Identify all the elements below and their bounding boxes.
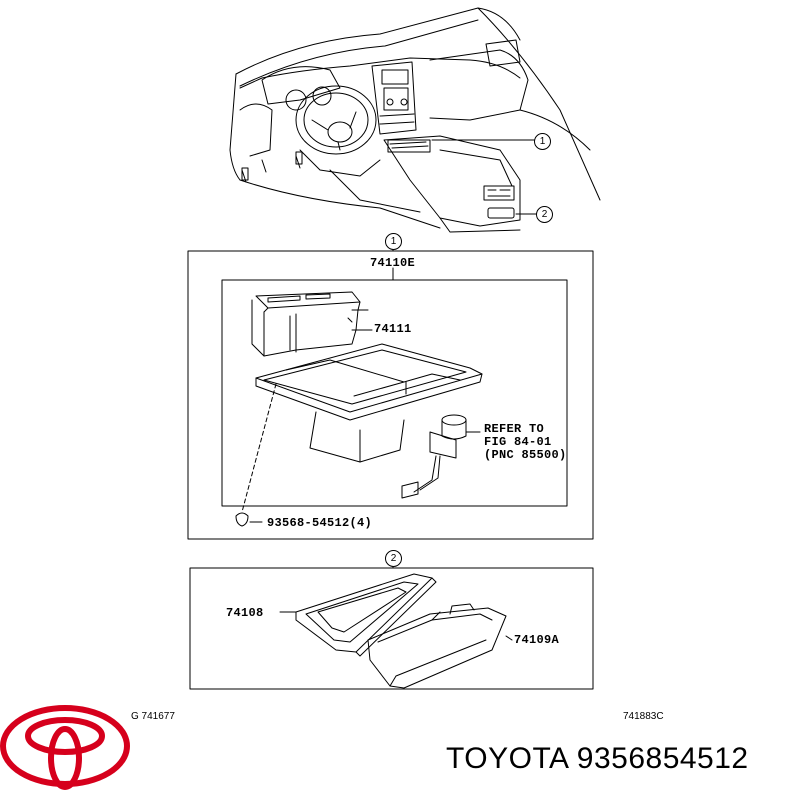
callout-2-top: 2: [536, 206, 553, 223]
bezel-74108-drawing: [279, 573, 437, 657]
label-refer-line-1: REFER TO: [484, 422, 545, 436]
lid-74111-drawing: [251, 291, 373, 357]
figure-code-left: G 741677: [131, 711, 175, 722]
console-box-drawing: [235, 329, 483, 527]
callout-1-box: 1: [385, 233, 402, 250]
label-clip-93568-54512: 93568-54512(4): [267, 516, 373, 530]
figure-code-right: 741883C: [623, 711, 664, 722]
label-assembly-74110E: 74110E: [370, 256, 416, 270]
callout-2-box: 2: [385, 550, 402, 567]
toyota-logo: [0, 705, 130, 790]
dashboard-overview: [229, 7, 601, 233]
label-lid-74111: 74111: [374, 322, 412, 336]
brand-name: TOYOTA: [446, 742, 568, 775]
label-refer-line-3: (PNC 85500): [484, 448, 567, 462]
part-number: 9356854512: [576, 742, 749, 775]
label-bezel-74108: 74108: [226, 606, 264, 620]
brand-part-number: TOYOTA 9356854512: [446, 742, 749, 776]
label-tray-74109A: 74109A: [514, 633, 560, 647]
box-1-frame: [187, 250, 594, 540]
label-refer-line-2: FIG 84-01: [484, 435, 552, 449]
box-2-frame: [189, 567, 594, 690]
tray-74109A-drawing: [367, 603, 513, 689]
box-1-inner-frame: [221, 279, 568, 507]
callout-1-top: 1: [534, 133, 551, 150]
